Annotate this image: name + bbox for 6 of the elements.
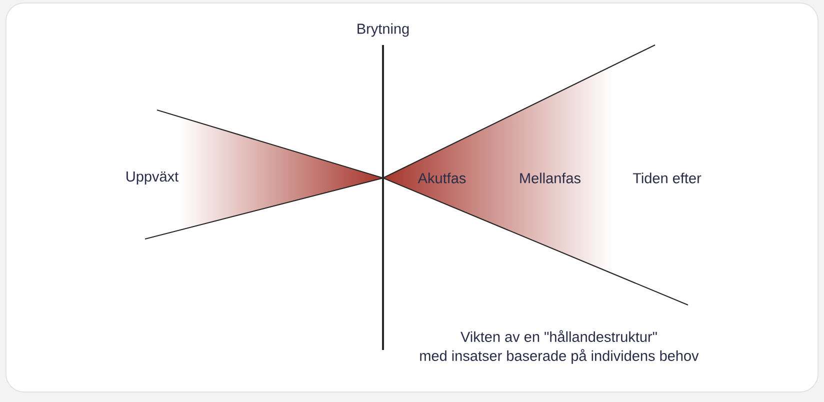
phase-label: Uppväxt: [126, 172, 178, 184]
phase-label: Akutfas: [418, 172, 466, 184]
axis-label: Brytning: [358, 23, 409, 37]
note-text: Vikten av en "hållandestruktur" med insatser baserade på individens behov: [420, 330, 699, 364]
phase-label: Mellanfas: [520, 172, 580, 184]
phase-label: Tiden efter: [632, 172, 702, 184]
